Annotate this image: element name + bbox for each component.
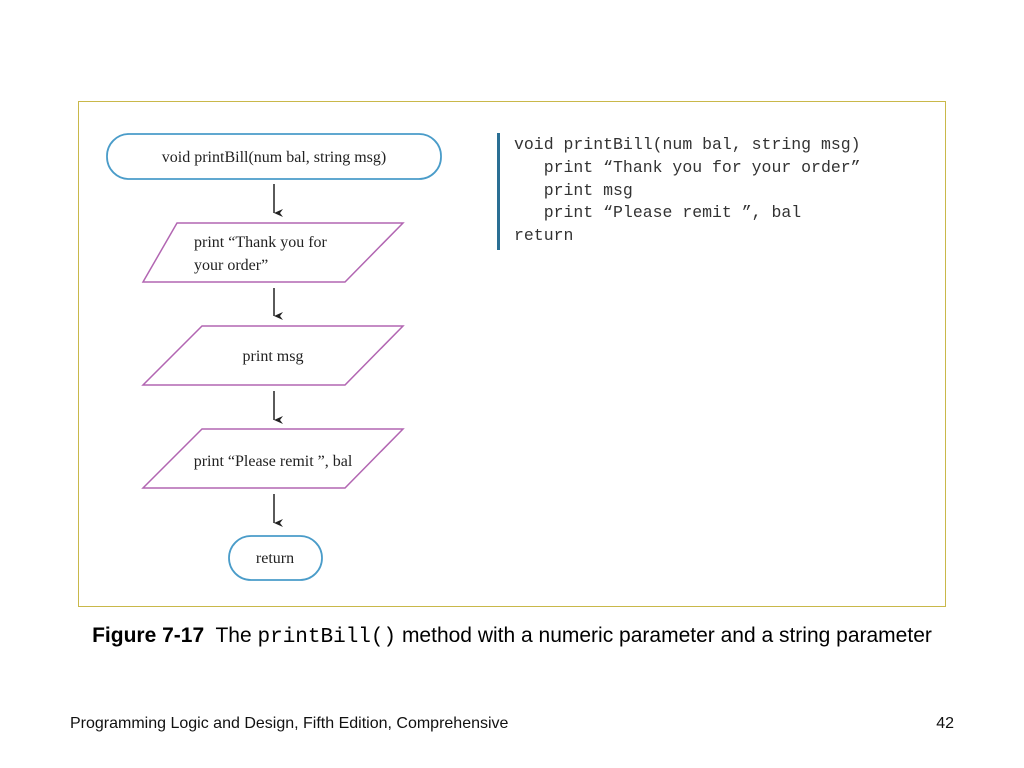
flowchart-diagram: void printBill(num bal, string msg) prin… — [106, 133, 442, 581]
caption-method-name: printBill() — [257, 626, 397, 649]
io-print-please-remit — [141, 428, 405, 489]
io-print-msg-label: print msg — [243, 348, 304, 365]
io-print-thank-you-line2: your order” — [194, 257, 268, 274]
code-line: print msg — [514, 180, 633, 200]
pseudocode-block: void printBill(num bal, string msg) prin… — [497, 133, 861, 250]
io-print-thank-you-line1: print “Thank you for — [194, 234, 328, 251]
figure-label: Figure 7-17 — [92, 624, 205, 647]
io-print-thank-you — [141, 222, 405, 283]
figure-caption: Figure 7-17 The printBill() method with … — [90, 620, 934, 653]
start-terminal-label: void printBill(num bal, string msg) — [162, 149, 386, 166]
footer-page-number: 42 — [936, 715, 954, 732]
io-print-msg — [141, 325, 405, 386]
code-line: void printBill(num bal, string msg) — [514, 135, 861, 154]
caption-text-before: The — [215, 624, 258, 647]
io-print-please-remit-label: print “Please remit ”, bal — [194, 453, 353, 470]
footer-book-title: Programming Logic and Design, Fifth Edit… — [70, 715, 509, 732]
end-terminal — [228, 535, 323, 581]
code-line: print “Please remit ”, bal — [514, 203, 802, 223]
code-line: return — [514, 226, 574, 246]
start-terminal — [106, 133, 442, 180]
figure-panel: void printBill(num bal, string msg) prin… — [78, 101, 946, 607]
caption-text-after: method with a numeric parameter and a st… — [396, 624, 932, 647]
code-line: print “Thank you for your order” — [514, 157, 861, 177]
end-terminal-label: return — [256, 550, 294, 567]
